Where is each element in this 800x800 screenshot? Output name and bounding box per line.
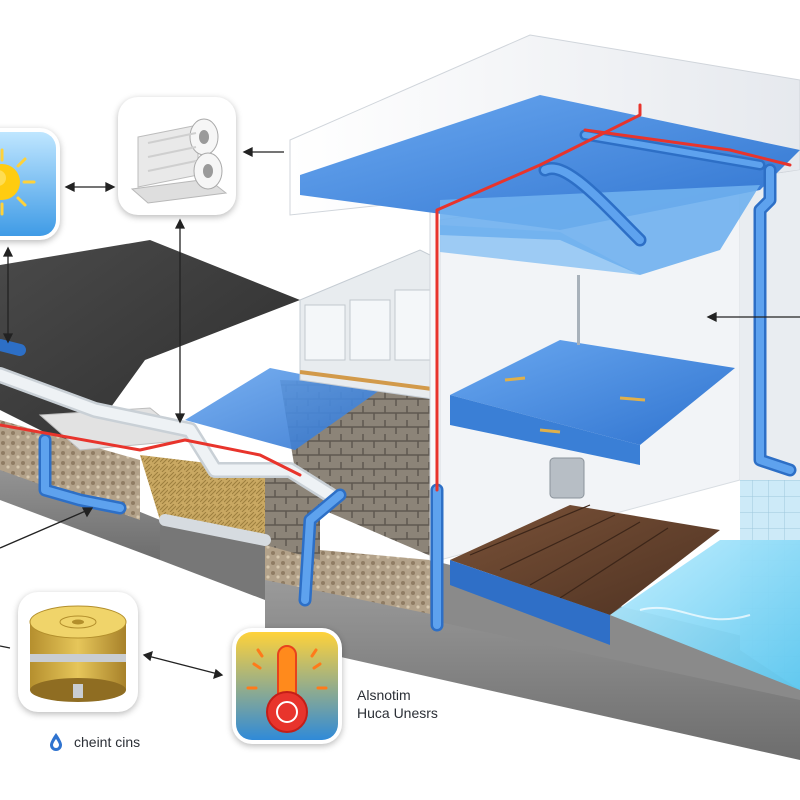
filter-canister-card	[18, 592, 138, 712]
insulation-card	[118, 97, 236, 215]
right-label-line1: Alsnotim	[357, 687, 411, 703]
drop-icon	[50, 733, 62, 751]
right-label-line2: Huca Unesrs	[357, 705, 438, 721]
ground-insulation-panel	[185, 368, 380, 450]
thermometer-icon	[236, 632, 338, 740]
insulation-rolls-icon	[130, 118, 228, 204]
water-tank	[610, 480, 800, 690]
sun-card	[0, 128, 60, 240]
connector-arrows	[0, 146, 800, 680]
thermometer-card	[232, 628, 342, 744]
filter-canister-icon	[29, 605, 127, 702]
glass-room	[299, 249, 441, 401]
bottom-left-label: cheint cins	[74, 734, 141, 750]
pipe-network	[0, 103, 797, 632]
sun-icon	[0, 132, 56, 236]
